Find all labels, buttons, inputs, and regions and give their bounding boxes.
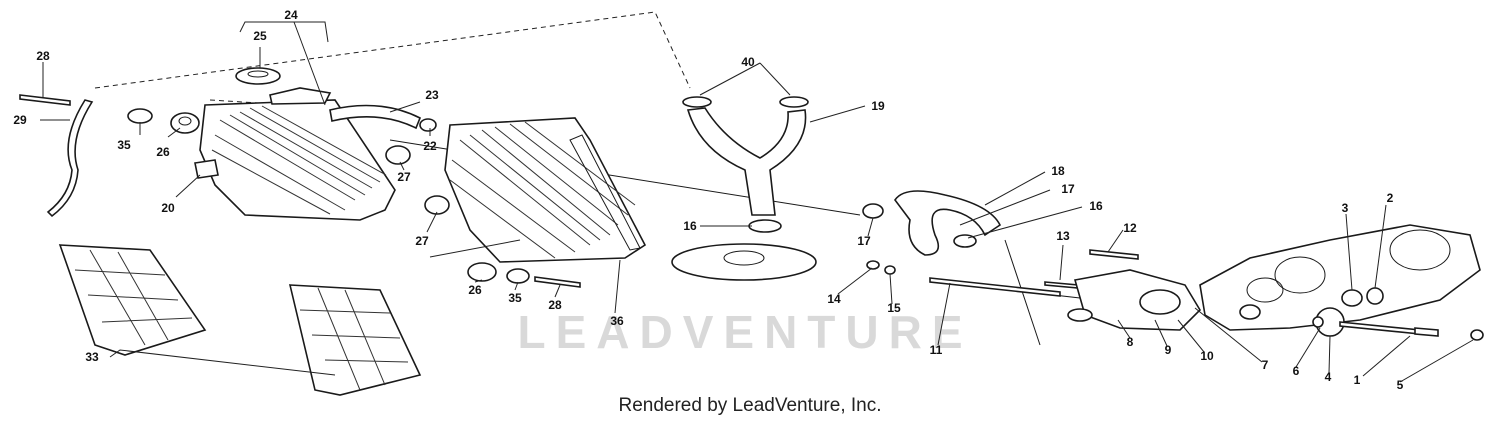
callout-12: 12 [1123,221,1137,235]
clamp-16b [953,234,977,248]
callout-15: 15 [887,301,901,315]
callout-6: 6 [1293,364,1300,378]
callout-17a: 17 [857,234,871,248]
long-bolt [929,277,1061,297]
leader-lines [40,21,1474,383]
bolt-top-left [19,94,71,106]
radiator-louvers [58,244,422,396]
pump-gear [1312,287,1484,341]
callout-27b: 27 [415,234,429,248]
callout-7: 7 [1262,358,1269,372]
callout-4: 4 [1325,370,1332,384]
cylinder-head [671,219,817,281]
footer-credit: Rendered by LeadVenture, Inc. [618,395,882,416]
callout-40: 40 [741,55,755,69]
fittings [127,108,581,288]
callout-35b: 35 [508,291,522,305]
water-pump-hose [894,190,1002,256]
callout-numbers: 1 2 3 4 5 6 7 8 9 10 11 12 13 14 15 16 1… [13,8,1403,392]
callout-2: 2 [1387,191,1394,205]
callout-18: 18 [1051,164,1065,178]
overflow-hose [46,99,94,218]
callout-27a: 27 [397,170,411,184]
callout-26a: 26 [156,145,170,159]
callout-16a: 16 [683,219,697,233]
radiator-cap [235,67,281,85]
callout-10: 10 [1200,349,1214,363]
right-radiator [444,117,647,263]
callout-19: 19 [871,99,885,113]
callout-16b: 16 [1089,199,1103,213]
callout-5: 5 [1397,378,1404,392]
callout-13: 13 [1056,229,1070,243]
watermark-text: LEADVENTURE [517,306,972,358]
callout-33: 33 [85,350,99,364]
callout-3: 3 [1342,201,1349,215]
callout-20: 20 [161,201,175,215]
callout-28a: 28 [36,49,50,63]
callout-11: 11 [930,343,943,357]
callout-17b: 17 [1061,182,1075,196]
callout-29: 29 [13,113,27,127]
callout-1: 1 [1354,373,1361,387]
callout-35a: 35 [117,138,131,152]
callout-36: 36 [610,314,624,328]
water-pump [1067,269,1202,331]
callout-8: 8 [1127,335,1134,349]
callout-26b: 26 [468,283,482,297]
callout-22: 22 [423,139,437,153]
callout-28b: 28 [548,298,562,312]
callout-24: 24 [284,8,298,22]
callout-14: 14 [827,292,841,306]
left-radiator [199,87,422,221]
clamp-17a [862,203,884,219]
callout-9: 9 [1165,343,1172,357]
y-hose [682,96,809,216]
callout-25: 25 [253,29,267,43]
crankcase [1199,224,1481,331]
callout-23: 23 [425,88,439,102]
